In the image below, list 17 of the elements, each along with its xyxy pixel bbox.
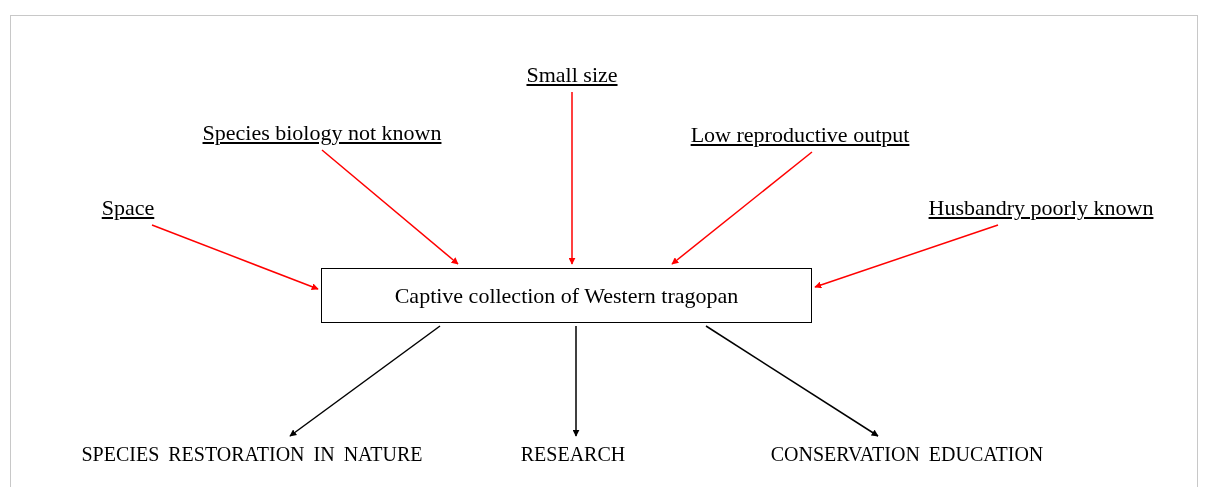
arrow: [705, 325, 879, 437]
factor-label: Small size: [526, 61, 618, 89]
arrow: [289, 325, 441, 437]
arrow: [321, 149, 459, 265]
factor-label: Species biology not known: [202, 119, 442, 147]
factor-label: Space: [101, 194, 155, 222]
arrow: [568, 91, 576, 265]
arrow: [814, 224, 999, 289]
factor-label: Low reproductive output: [690, 121, 910, 149]
arrow: [671, 151, 813, 265]
arrow: [151, 224, 319, 290]
arrow: [572, 325, 580, 437]
factor-label: Husbandry poorly known: [928, 194, 1154, 222]
process-box: Captive collection of Western tragopan: [321, 268, 812, 323]
outcome-label: SPECIES RESTORATION IN NATURE: [81, 440, 423, 468]
outcome-label: CONSERVATION EDUCATION: [770, 440, 1044, 468]
outcome-label: RESEARCH: [520, 440, 626, 468]
